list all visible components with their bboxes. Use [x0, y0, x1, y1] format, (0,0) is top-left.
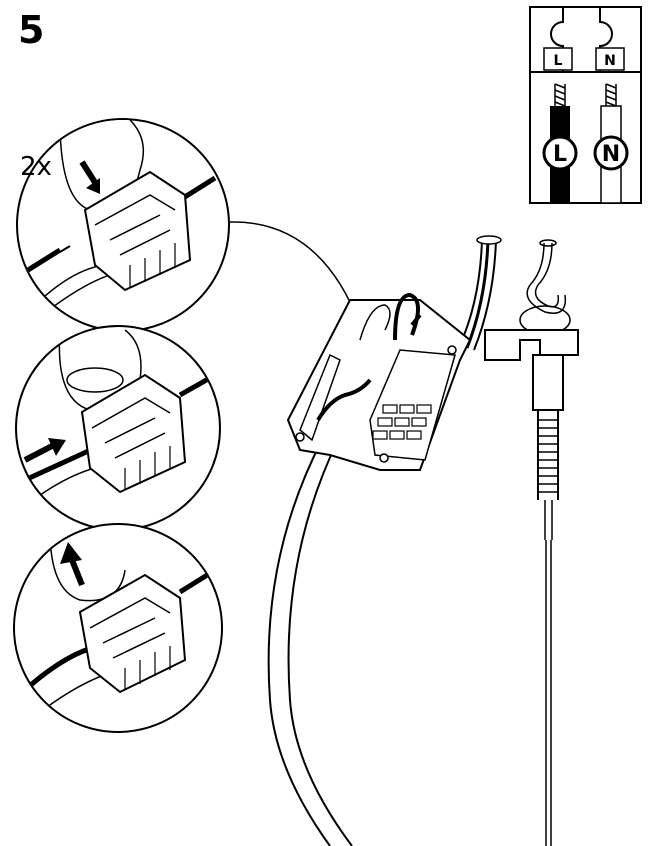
press-down-arrow-icon [79, 160, 100, 194]
neutral-symbol: N [593, 135, 629, 171]
step-number: 5 [18, 8, 45, 52]
legend-neutral-label: N [604, 53, 616, 69]
live-symbol: L [542, 135, 578, 171]
detail-circle-press [16, 118, 230, 332]
legend-live-label: L [554, 53, 563, 69]
count-label: 2x [20, 152, 52, 182]
push-in-arrow-icon [23, 438, 66, 463]
detail-circle-release [13, 523, 223, 733]
detail-circle-insert [15, 325, 221, 531]
svg-text:L: L [553, 142, 567, 167]
svg-text:N: N [602, 142, 620, 167]
terminal-block [267, 235, 502, 846]
wiring-legend: L N L N [529, 6, 642, 204]
ceiling-hook [484, 239, 579, 846]
lift-up-arrow-icon [60, 542, 85, 587]
